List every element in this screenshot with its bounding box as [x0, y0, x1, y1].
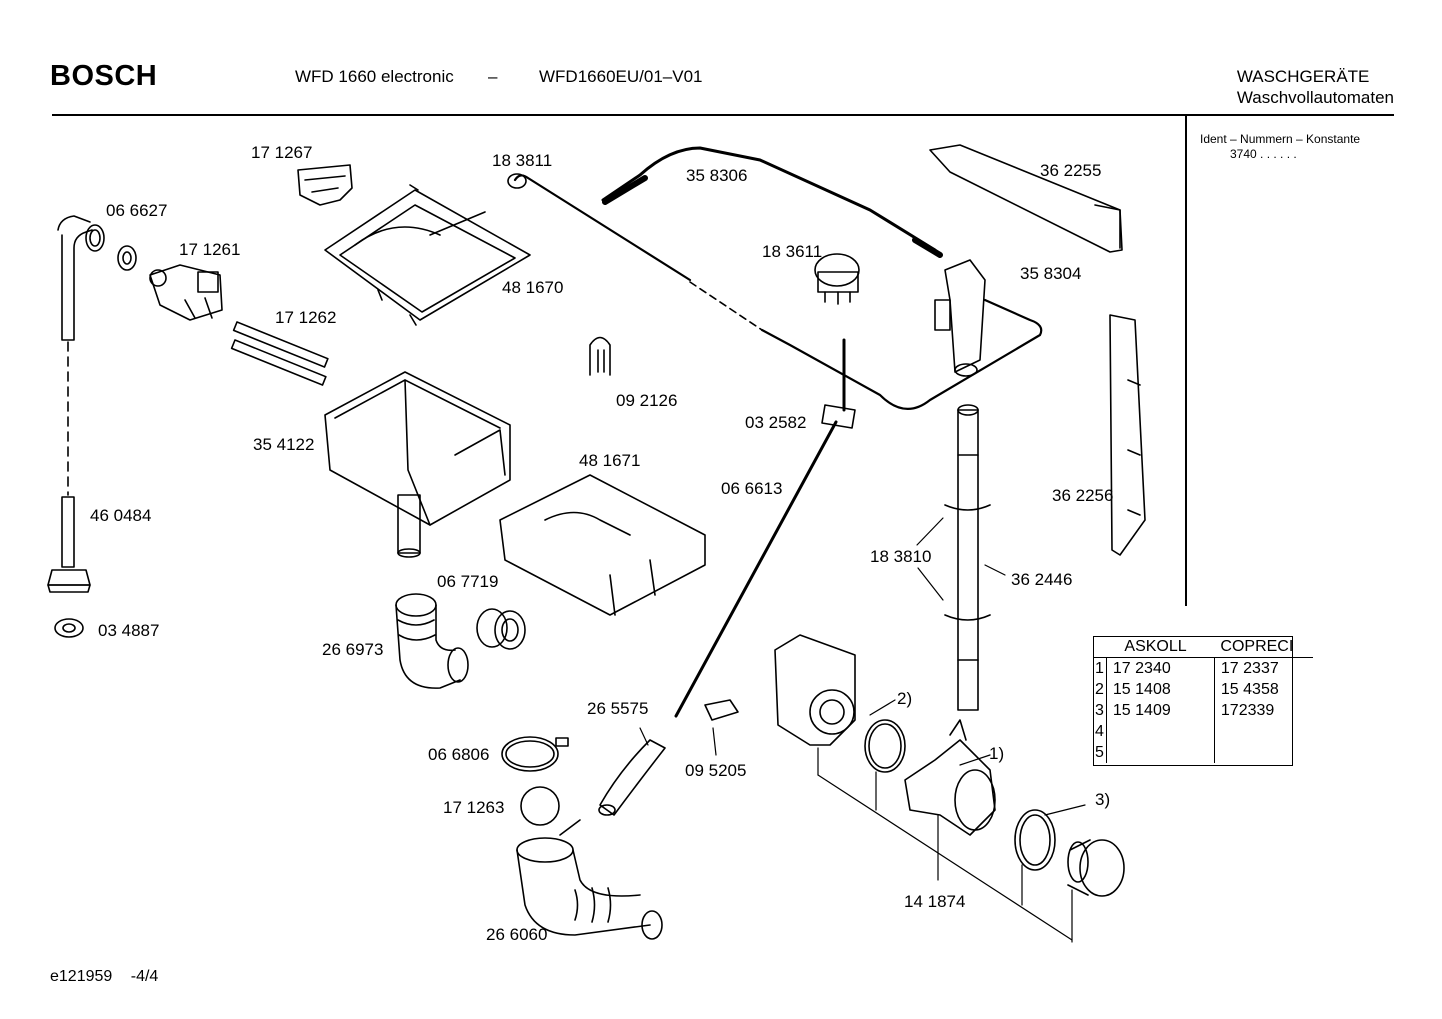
inlet-hose-part	[47, 496, 91, 593]
clamp-part	[501, 736, 569, 772]
table-header-row: ASKOLL COPRECI	[1093, 636, 1313, 658]
part-label: 18 3811	[492, 151, 553, 170]
part-label: 26 6060	[486, 925, 548, 944]
part-label: 2)	[897, 689, 913, 708]
category-label: WASCHGERÄTE	[1236, 67, 1370, 86]
hose-pair-part	[230, 321, 329, 386]
table-row: 1 17 2340 17 2337	[1093, 657, 1313, 679]
table-row: 2 15 1408 15 4358	[1093, 679, 1313, 700]
tube-clip-part	[821, 404, 856, 429]
part-label: 03 4887	[98, 621, 160, 640]
sleeve-part	[476, 608, 526, 650]
leader-36-2446	[984, 564, 1006, 576]
model-code: WFD1660EU/01–V01	[539, 67, 703, 86]
drain-hose-part	[944, 404, 991, 711]
part-label: 1)	[989, 744, 1005, 763]
bracket-long-part	[929, 144, 1123, 253]
pump-housing-part	[904, 719, 996, 836]
inlet-valve-part	[149, 264, 223, 321]
column-header-copreci: COPRECI	[1214, 636, 1313, 658]
part-label: 35 8306	[686, 166, 748, 185]
header-divider	[52, 114, 1394, 116]
part-label: 3)	[1095, 790, 1111, 809]
part-label: 18 3810	[870, 547, 932, 566]
bracket-vertical-part	[1109, 314, 1146, 556]
table-row: 4	[1093, 721, 1313, 742]
part-label: 14 1874	[904, 892, 966, 911]
part-label: 06 6613	[721, 479, 783, 498]
pump-leader-lines	[639, 699, 1086, 943]
hose-short-part	[598, 739, 666, 816]
part-label: 48 1671	[579, 451, 641, 470]
seal-ring-large-part	[1014, 809, 1056, 871]
ident-title: Ident – Nummern – Konstante	[1200, 132, 1361, 146]
document-number: e121959	[50, 968, 113, 985]
part-label: 36 2255	[1040, 161, 1102, 180]
small-clip-part	[704, 699, 739, 721]
part-label: 09 2126	[616, 391, 678, 410]
part-label: 06 6627	[106, 201, 168, 220]
subcategory-label: Waschvollautomaten	[1236, 88, 1394, 107]
siphon-part	[589, 336, 611, 376]
pressure-tube	[674, 420, 838, 718]
detergent-drawer-part	[324, 371, 511, 558]
category-block: WASCHGERÄTE Waschvollautomaten	[1237, 66, 1394, 108]
page-number: -4/4	[130, 968, 159, 985]
part-label: 03 2582	[745, 413, 807, 432]
part-label: 36 2446	[1011, 570, 1073, 589]
brand-logo: BOSCH	[50, 60, 158, 92]
washer-part	[117, 245, 137, 271]
inlet-elbow-part	[57, 215, 105, 341]
table-row: 3 15 1409 172339	[1093, 700, 1313, 721]
part-label: 46 0484	[90, 506, 152, 525]
ident-block: Ident – Nummern – Konstante 3740 . . . .…	[1200, 132, 1360, 162]
leader-18-3810-b	[917, 567, 944, 601]
part-label: 35 8304	[1020, 264, 1082, 283]
column-header-askoll: ASKOLL	[1106, 636, 1215, 658]
o-ring-part	[864, 719, 906, 773]
part-label: 06 6806	[428, 745, 490, 764]
seal-ring-part	[54, 618, 84, 638]
ball-part	[520, 786, 560, 826]
pressure-switch-part	[814, 253, 860, 305]
part-label: 17 1261	[179, 240, 241, 259]
drawer-insert-part	[499, 474, 706, 616]
sump-hose-part	[516, 819, 663, 940]
part-label: 35 4122	[253, 435, 315, 454]
supplier-table: ASKOLL COPRECI 1 17 2340 17 2337 2 15 14…	[1093, 636, 1313, 763]
part-label: 18 3611	[762, 242, 823, 261]
dispenser-housing-top-part	[324, 184, 531, 326]
part-label: 09 5205	[685, 761, 747, 780]
bellows-elbow-part	[395, 593, 469, 689]
model-name: WFD 1660 electronic	[295, 67, 454, 86]
long-hose-part	[507, 173, 1043, 410]
part-label: 26 5575	[587, 699, 649, 718]
part-label: 36 2256	[1052, 486, 1114, 505]
part-label: 48 1670	[502, 278, 564, 297]
sidebar-divider	[1185, 116, 1187, 606]
breather-hose-part	[601, 146, 943, 258]
header-dash: –	[488, 67, 498, 86]
table-row: 5	[1093, 742, 1313, 763]
leader-18-3810-a	[916, 517, 944, 546]
pump-motor-part	[774, 634, 856, 746]
part-label: 26 6973	[322, 640, 384, 659]
air-trap-part	[934, 259, 986, 377]
ident-value: 3740 . . . . . .	[1230, 147, 1297, 161]
footer-doc-id: e121959 -4/4	[50, 968, 158, 986]
filter-part	[1067, 839, 1125, 897]
bracket-small-part	[297, 164, 353, 206]
part-label: 17 1267	[251, 143, 313, 162]
part-label: 17 1262	[275, 308, 337, 327]
part-label: 17 1263	[443, 798, 505, 817]
part-label: 06 7719	[437, 572, 499, 591]
